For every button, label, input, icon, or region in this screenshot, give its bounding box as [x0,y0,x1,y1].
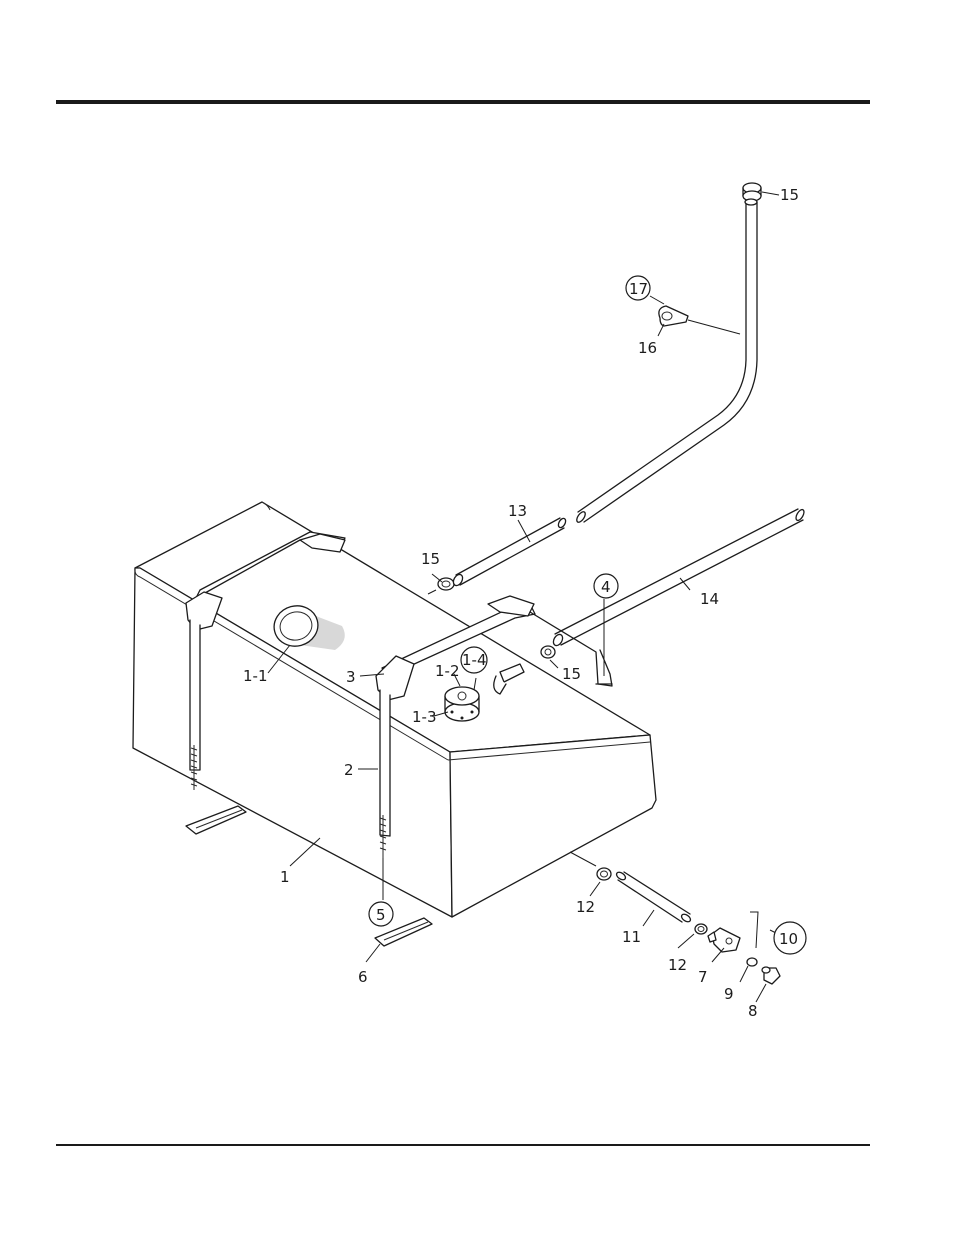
fuel-tank [133,502,656,917]
label-6: 6 [358,968,368,986]
label-8: 8 [748,1002,758,1020]
drain-hose-11 [615,871,692,924]
label-1-2: 1-2 [435,662,460,680]
hose-clamp-low [541,646,555,658]
hose-13 [452,517,568,587]
hose-clamp-12b [695,924,707,934]
label-4: 4 [601,578,611,596]
label-1-1: 1-1 [243,667,268,685]
hose-14 [552,508,806,647]
hose-clamp-top [743,183,761,201]
hose-clamp-mid [438,578,454,590]
label-11: 11 [622,928,641,946]
label-10: 10 [779,930,798,948]
label-3: 3 [346,668,356,686]
label-15-mid: 15 [421,550,440,568]
label-15-low: 15 [562,665,581,683]
label-7: 7 [698,968,708,986]
label-9: 9 [724,985,734,1003]
label-16: 16 [638,339,657,357]
label-1: 1 [280,868,290,886]
label-2: 2 [344,761,354,779]
label-13: 13 [508,502,527,520]
label-5: 5 [376,906,386,924]
washer-9 [747,958,757,966]
label-12-b: 12 [668,956,687,974]
rubber-pad-left [186,806,246,834]
label-14: 14 [700,590,719,608]
label-1-4: 1-4 [462,651,487,669]
label-1-3: 1-3 [412,708,437,726]
hose-clamp-12a [597,868,611,880]
filler-hose [575,199,757,524]
clip-16 [659,306,740,334]
plug-8 [762,967,780,984]
label-17: 17 [629,280,648,298]
label-15-top: 15 [780,186,799,204]
label-12-a: 12 [576,898,595,916]
